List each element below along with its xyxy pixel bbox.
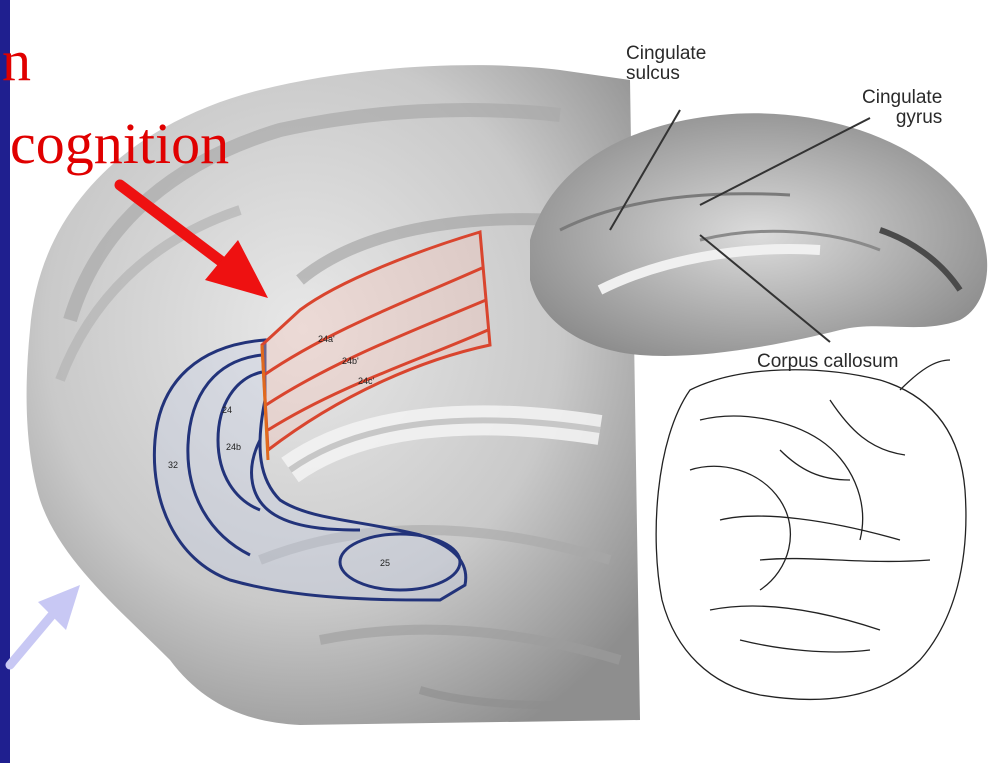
slide-title-line2-fragment: cognition	[10, 115, 229, 173]
label-cingulate-gyrus: Cingulate gyrus	[862, 88, 942, 128]
section-line-drawing	[656, 360, 966, 699]
area-label-25: 25	[380, 558, 390, 568]
label-cingulate-sulcus: Cingulate sulcus	[626, 44, 706, 84]
area-label-24a-prime: 24a'	[318, 334, 335, 344]
lavender-arrow	[10, 585, 80, 665]
area-label-24b-prime: 24b'	[342, 356, 359, 366]
area-label-24c-prime: 24c'	[358, 376, 375, 386]
label-corpus-callosum: Corpus callosum	[757, 352, 899, 372]
slide-title-line1-fragment: n	[2, 32, 31, 90]
area-label-24b: 24b	[226, 442, 241, 452]
area-label-24: 24	[222, 405, 232, 415]
area-label-32: 32	[168, 460, 178, 470]
